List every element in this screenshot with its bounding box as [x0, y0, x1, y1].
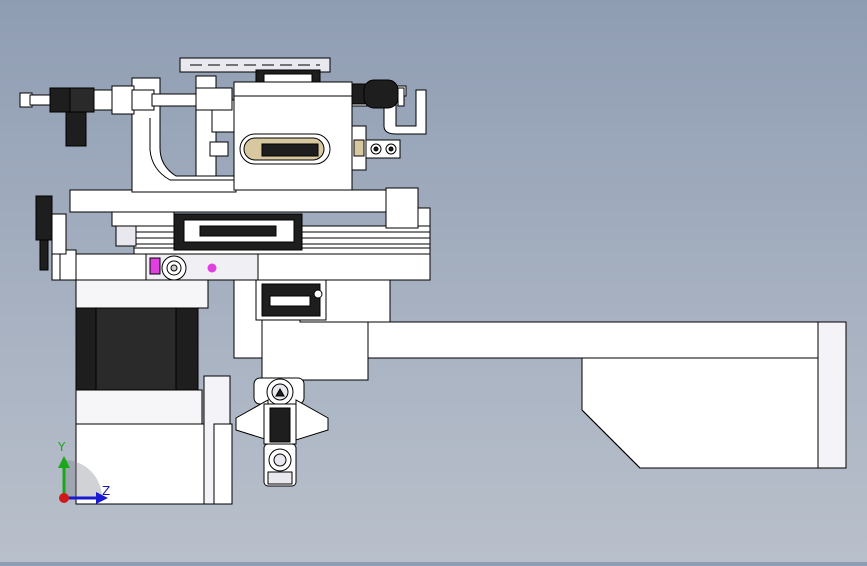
z-axis-arrowhead: [96, 492, 108, 504]
z-axis-label: Z: [102, 484, 111, 498]
side-bracket[interactable]: [35, 195, 67, 271]
axis-triad: Y Z: [44, 436, 124, 516]
air-fitting[interactable]: [19, 85, 233, 147]
base-plate[interactable]: [51, 249, 431, 281]
locking-knob[interactable]: [235, 377, 329, 487]
slide-carriage[interactable]: [255, 279, 327, 321]
extension-arm[interactable]: [257, 321, 847, 469]
y-axis-label: Y: [58, 440, 66, 454]
axis-triad-icon: [58, 456, 108, 504]
hook-bracket[interactable]: [351, 79, 427, 159]
axis-origin-dot: [59, 493, 69, 503]
adjustment-slot[interactable]: [209, 125, 367, 171]
y-axis-arrowhead: [58, 456, 70, 468]
top-housing[interactable]: [179, 57, 353, 191]
linear-rail[interactable]: [111, 211, 431, 255]
